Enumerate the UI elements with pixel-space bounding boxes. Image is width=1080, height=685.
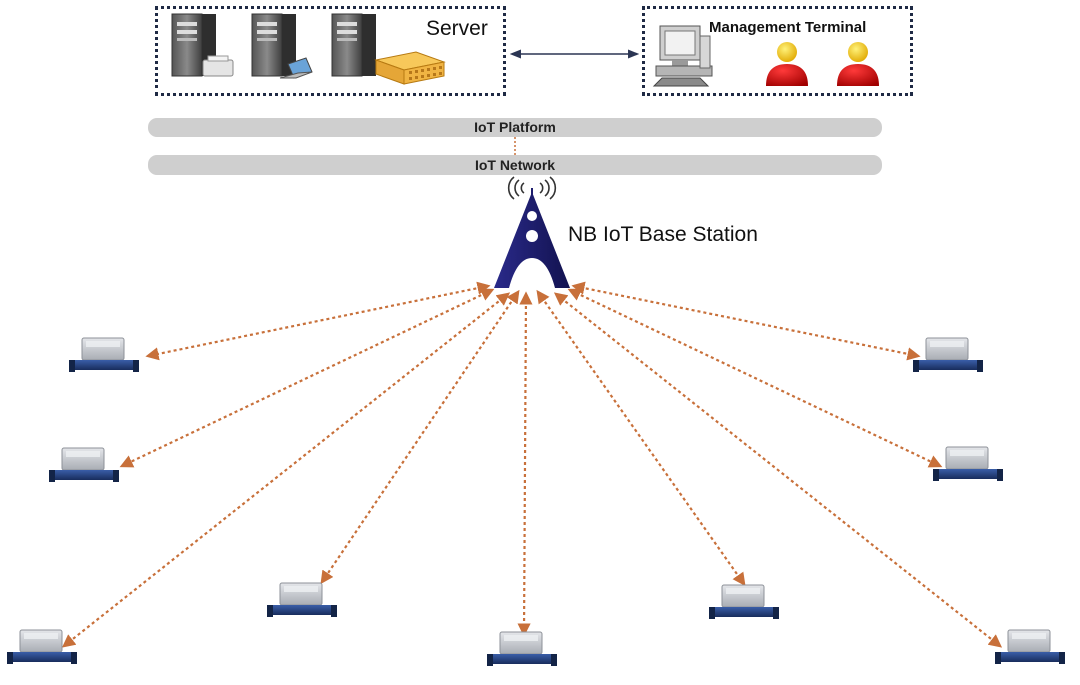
meter-2-icon bbox=[49, 447, 119, 482]
link-meter-2 bbox=[119, 288, 495, 468]
meter-8-icon bbox=[933, 446, 1003, 481]
iot-network-label: IoT Network bbox=[474, 157, 556, 173]
base-station-label: NB IoT Base Station bbox=[568, 223, 758, 246]
management-terminal-title: Management Terminal bbox=[709, 19, 867, 36]
link-meter-1 bbox=[145, 281, 491, 361]
link-meter-4 bbox=[320, 289, 520, 585]
iot-network-bar: IoT Network bbox=[148, 155, 882, 175]
link-meter-3 bbox=[61, 292, 511, 648]
iot-platform-bar: IoT Platform bbox=[148, 118, 882, 137]
link-meter-8 bbox=[567, 288, 943, 468]
meter-3-icon bbox=[7, 629, 77, 664]
link-meter-6 bbox=[536, 289, 746, 587]
meter-1-icon bbox=[69, 337, 139, 372]
server-title: Server bbox=[426, 17, 488, 40]
management-terminal-group: Management Terminal bbox=[642, 6, 913, 96]
meter-4-icon bbox=[267, 582, 337, 617]
meter-6-icon bbox=[709, 584, 779, 619]
base-station-tower-icon bbox=[494, 188, 570, 288]
server-group: Server bbox=[155, 6, 506, 96]
link-meter-5 bbox=[517, 291, 533, 637]
link-meter-9 bbox=[553, 292, 1003, 648]
signal-waves-icon bbox=[507, 176, 557, 200]
iot-platform-label: IoT Platform bbox=[474, 119, 556, 135]
link-meter-7 bbox=[571, 281, 921, 361]
meter-7-icon bbox=[913, 337, 983, 372]
meter-9-icon bbox=[995, 629, 1065, 664]
meter-5-icon bbox=[487, 631, 557, 666]
